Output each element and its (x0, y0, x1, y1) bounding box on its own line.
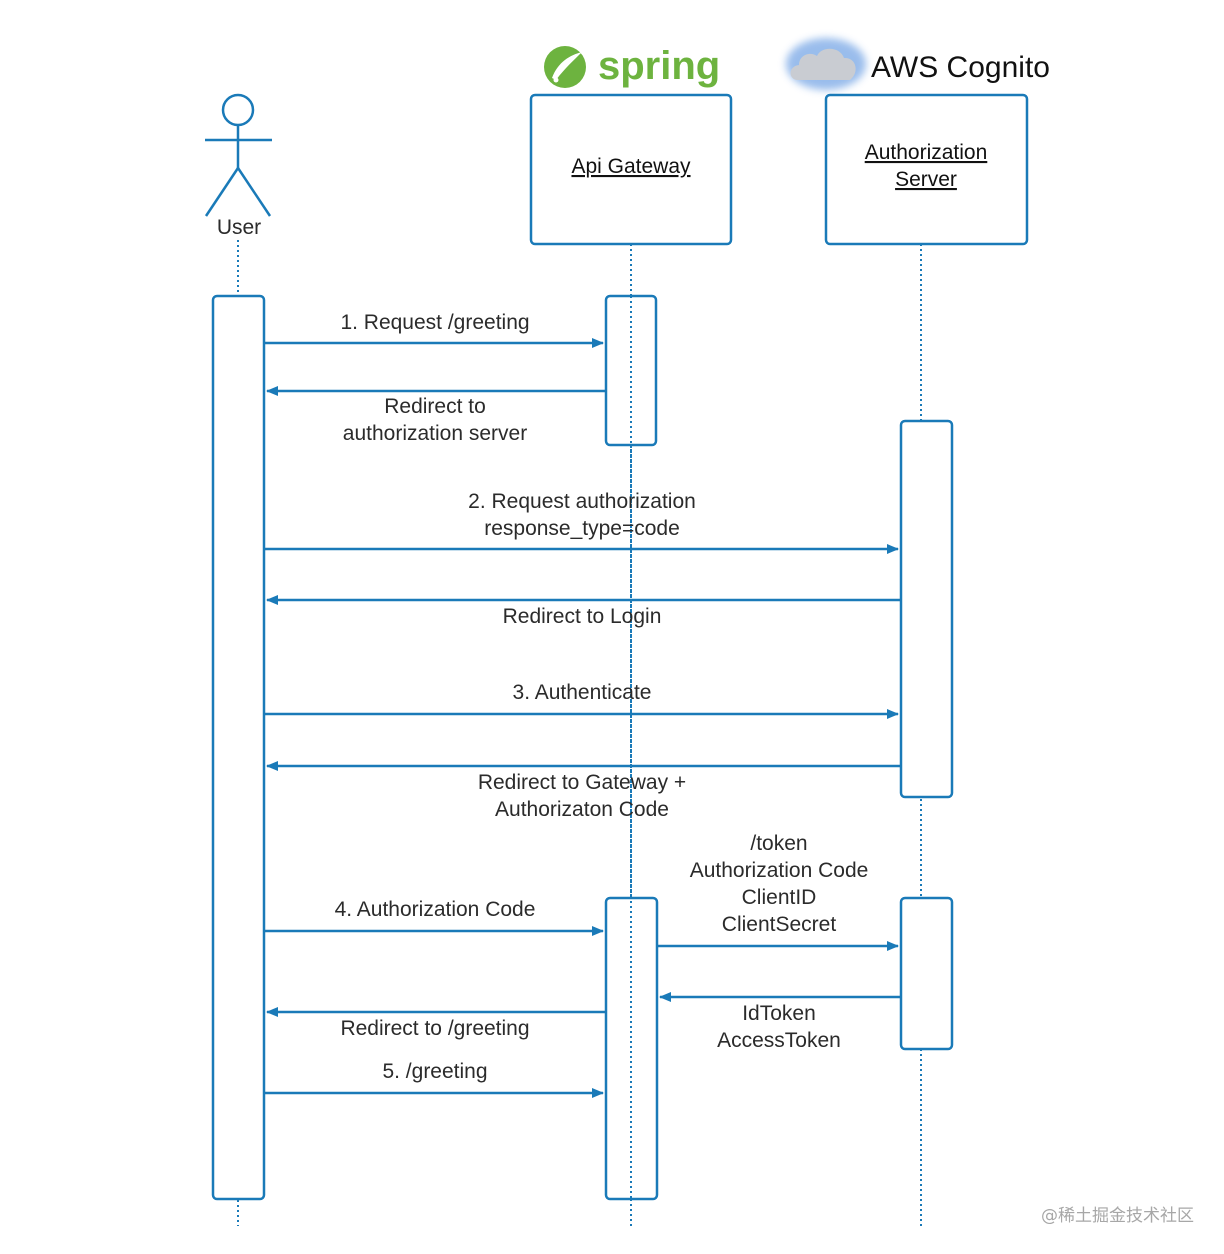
msg-redirect-gateway-2: Authorizaton Code (495, 798, 669, 821)
spring-logo: spring (544, 44, 720, 88)
msg-redirect-greeting: Redirect to /greeting (340, 1017, 529, 1040)
user-label: User (217, 216, 261, 239)
auth-activation-1 (899, 419, 954, 799)
msg-redirect-auth-2: authorization server (343, 422, 527, 445)
authorization-server-label-1: Authorization (865, 141, 988, 164)
cloud-icon (786, 38, 866, 90)
msg-redirect-gateway-1: Redirect to Gateway + (478, 771, 686, 794)
msg-accesstoken: AccessToken (717, 1029, 841, 1052)
msg-token-2: Authorization Code (690, 859, 869, 882)
msg-authorization-code: 4. Authorization Code (335, 898, 536, 921)
authorization-server-box (824, 93, 1029, 246)
watermark: @稀土掘金技术社区 (1041, 1206, 1194, 1226)
messages (264, 338, 901, 1098)
user-activation (211, 294, 266, 1201)
msg-token-4: ClientSecret (722, 913, 837, 936)
api-gateway-label: Api Gateway (571, 155, 691, 178)
msg-redirect-auth-1: Redirect to (384, 395, 486, 418)
msg-request-authorization-1: 2. Request authorization (468, 490, 696, 513)
activation-bars (211, 294, 954, 1201)
aws-cognito-text: AWS Cognito (871, 51, 1050, 84)
authorization-server-label-2: Server (895, 168, 957, 191)
msg-request-greeting: 1. Request /greeting (340, 311, 529, 334)
lifelines (237, 240, 922, 1226)
user-head (221, 93, 255, 127)
auth-activation-2 (899, 896, 954, 1051)
msg-token-1: /token (750, 832, 807, 855)
msg-final-greeting: 5. /greeting (382, 1060, 487, 1083)
aws-cognito-logo: AWS Cognito (786, 38, 1050, 90)
msg-request-authorization-2: response_type=code (484, 517, 680, 540)
gateway-activation-2 (604, 896, 659, 1201)
msg-authenticate: 3. Authenticate (513, 681, 652, 704)
spring-logo-text: spring (598, 44, 720, 88)
msg-idtoken: IdToken (742, 1002, 816, 1025)
msg-redirect-login: Redirect to Login (503, 605, 662, 628)
actor-user (204, 93, 272, 217)
msg-token-3: ClientID (742, 886, 817, 909)
